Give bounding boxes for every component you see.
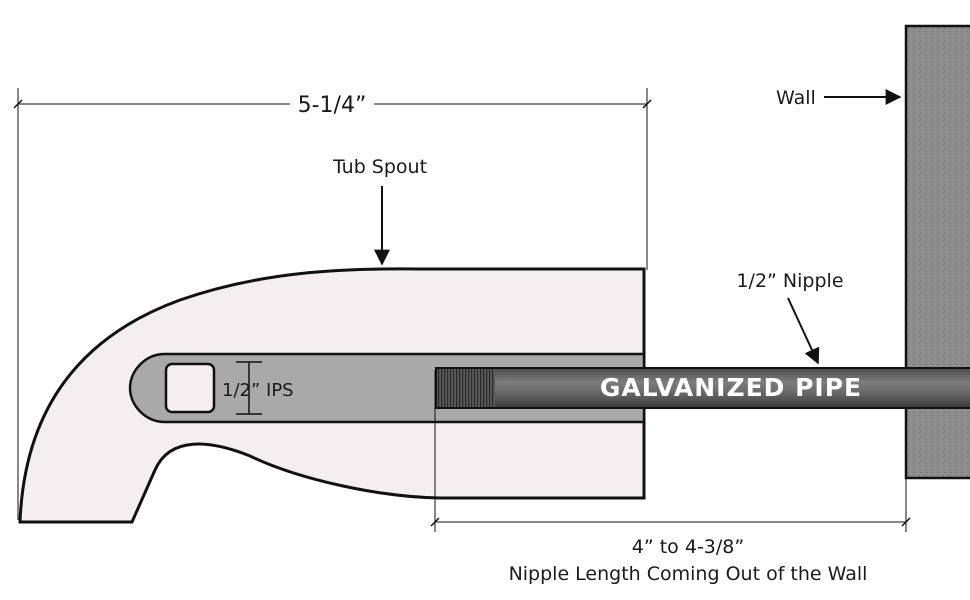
overall-dimension xyxy=(13,88,652,520)
nipple-label: 1/2” Nipple xyxy=(736,270,843,292)
wall-label: Wall xyxy=(776,87,816,109)
overall-dim-label: 5-1/4” xyxy=(298,93,367,118)
pipe-threads xyxy=(437,369,495,407)
nipple-caption: Nipple Length Coming Out of the Wall xyxy=(509,563,868,585)
galvanized-pipe xyxy=(435,367,970,409)
pipe-label: GALVANIZED PIPE xyxy=(600,373,862,402)
ips-label: 1/2” IPS xyxy=(222,380,294,401)
nipple-arrow xyxy=(787,297,820,365)
nipple-dimension xyxy=(430,370,911,532)
ips-fitting xyxy=(164,362,216,414)
ips-dimension xyxy=(236,361,262,415)
wall xyxy=(904,24,970,480)
nipple-dim-label: 4” to 4-3/8” xyxy=(632,536,744,558)
tub-spout-label: Tub Spout xyxy=(332,156,427,178)
